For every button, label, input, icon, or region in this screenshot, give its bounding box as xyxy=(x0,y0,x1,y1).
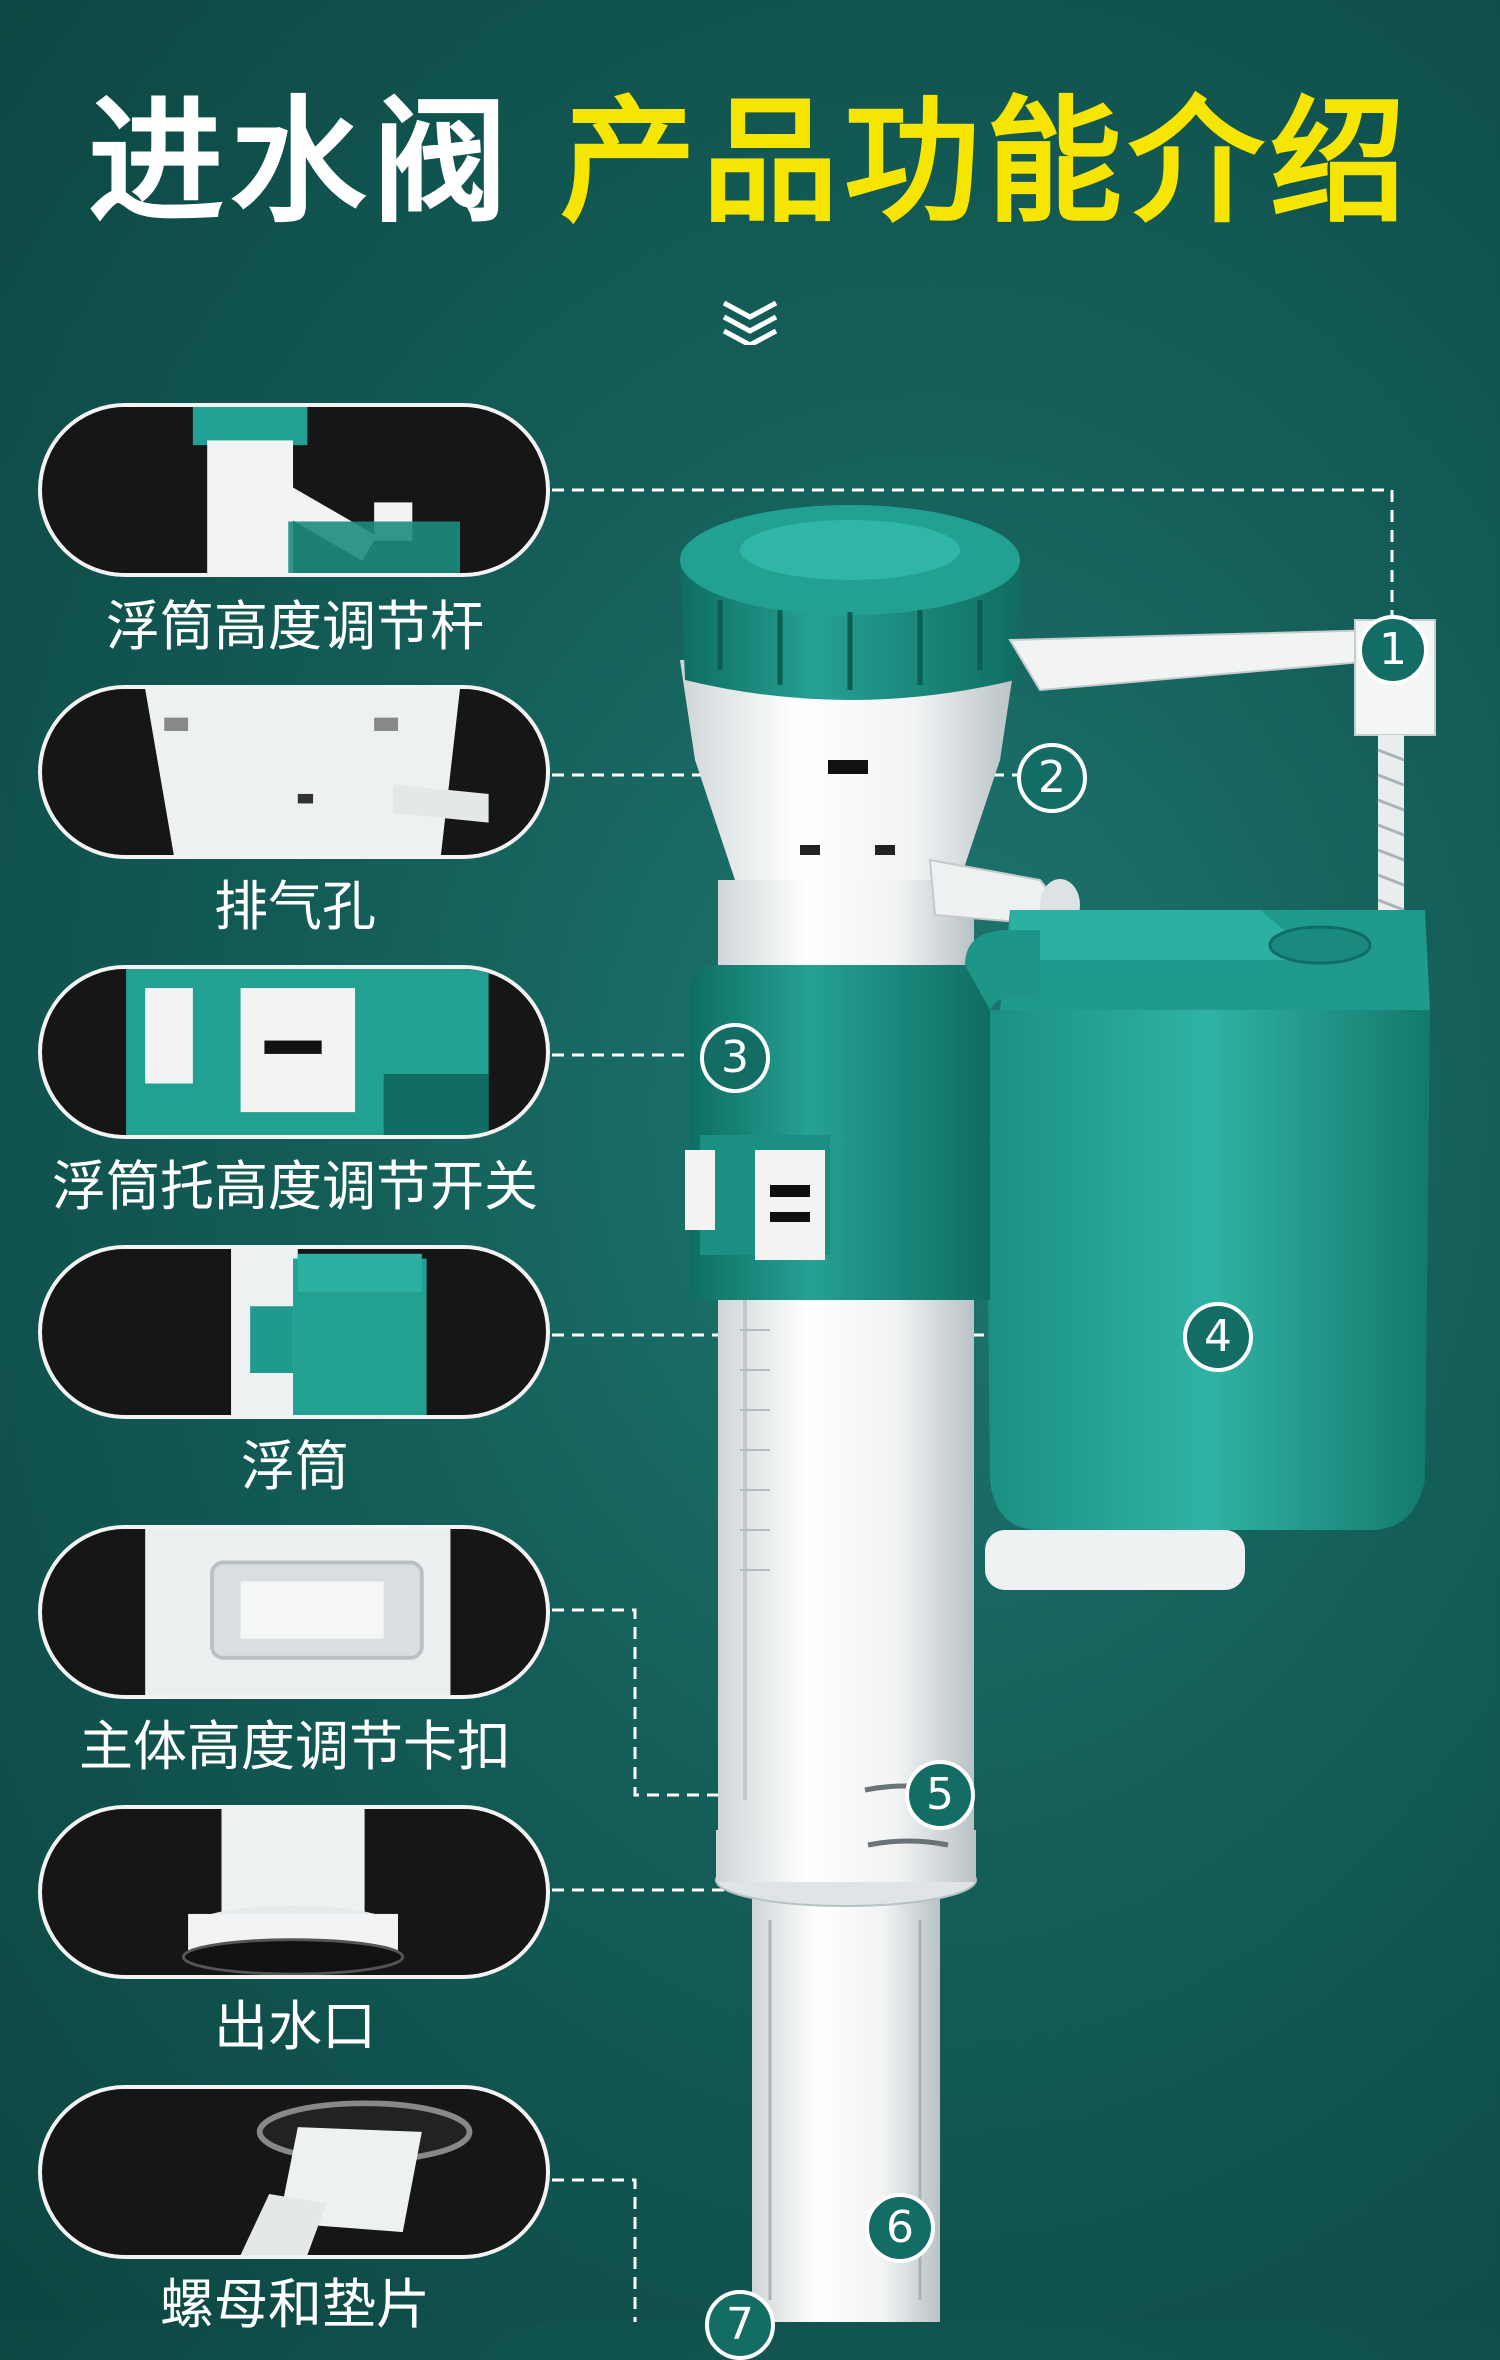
callout-number-2: 2 xyxy=(1017,743,1087,813)
feature-label-4: 浮筒 xyxy=(241,1435,349,1498)
page-title: 进水阀产品功能介绍 xyxy=(0,95,1500,231)
feature-thumbnail-2 xyxy=(38,685,550,859)
feature-thumbnail-6 xyxy=(38,1805,550,1979)
feature-label-3: 浮筒托高度调节开关 xyxy=(52,1155,538,1218)
feature-thumbnail-7 xyxy=(38,2085,550,2259)
title-part-white: 进水阀 xyxy=(88,84,514,242)
feature-label-2: 排气孔 xyxy=(214,875,376,938)
chevron-down-icon xyxy=(722,300,778,345)
callout-number-5: 5 xyxy=(905,1760,975,1830)
callout-number-7: 7 xyxy=(705,2290,775,2360)
title-part-yellow: 产品功能介绍 xyxy=(560,84,1412,242)
feature-thumbnail-3 xyxy=(38,965,550,1139)
feature-label-1: 浮筒高度调节杆 xyxy=(106,595,484,658)
callout-number-6: 6 xyxy=(865,2193,935,2263)
callout-number-4: 4 xyxy=(1183,1302,1253,1372)
feature-thumbnail-1 xyxy=(38,403,550,577)
feature-label-5: 主体高度调节卡扣 xyxy=(79,1715,511,1778)
feature-thumbnail-5 xyxy=(38,1525,550,1699)
feature-thumbnail-4 xyxy=(38,1245,550,1419)
feature-label-7: 螺母和垫片 xyxy=(160,2273,430,2336)
feature-label-6: 出水口 xyxy=(214,1995,376,2058)
callout-number-3: 3 xyxy=(700,1023,770,1093)
callout-number-1: 1 xyxy=(1358,615,1428,685)
